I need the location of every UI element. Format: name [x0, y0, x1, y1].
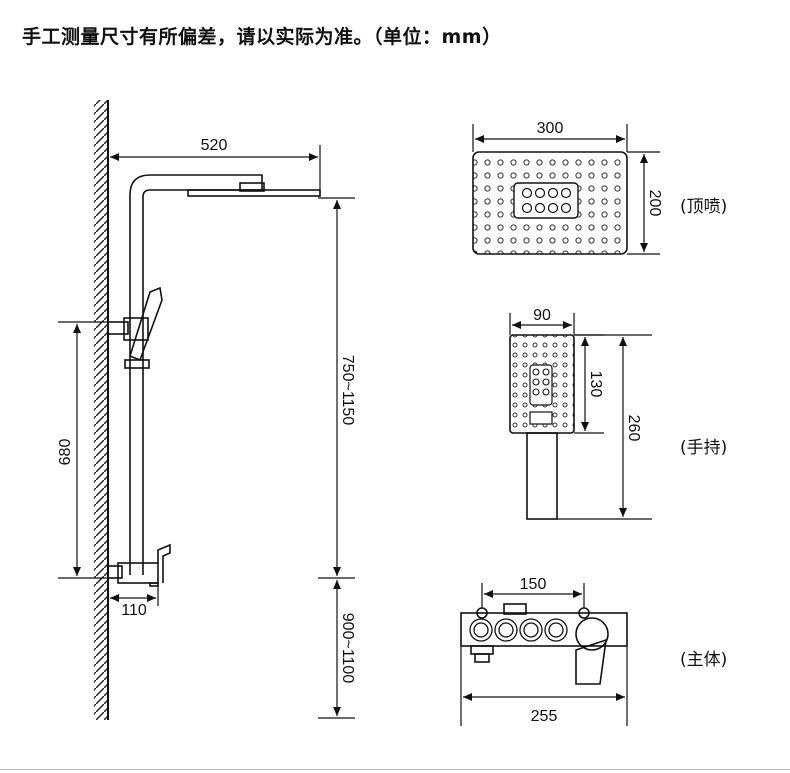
dim-body-spacing-label: 150	[520, 576, 547, 593]
dim-adjustable-height	[318, 197, 355, 579]
top-shower-head	[472, 151, 628, 255]
main-body	[460, 603, 628, 685]
hand-shower-caption: (手持)	[680, 438, 727, 458]
dim-mount-height-label: 900~1100	[339, 613, 356, 684]
dim-overhead-arm-label: 520	[201, 137, 228, 154]
dim-body-width-label: 255	[531, 708, 558, 725]
dim-overhead-arm	[107, 145, 321, 196]
main-body-caption: (主体)	[680, 650, 727, 670]
dim-hand-total-label: 260	[625, 415, 642, 442]
dim-wall-offset-label: 110	[121, 602, 147, 619]
dim-slide-bar-label: 680	[57, 439, 74, 466]
bottom-divider	[0, 769, 790, 770]
dim-slide-bar	[58, 321, 108, 579]
dim-top-depth	[627, 151, 660, 255]
dim-adjustable-height-label: 750~1150	[339, 355, 356, 426]
dim-top-width	[472, 124, 628, 152]
dim-mount-height	[318, 580, 355, 719]
hand-shower	[509, 334, 575, 520]
dim-wall-offset	[110, 583, 159, 606]
measurement-note: 手工测量尺寸有所偏差，请以实际为准。（单位：mm）	[22, 26, 502, 48]
dim-top-depth-label: 200	[646, 190, 663, 217]
dim-hand-width	[509, 313, 575, 335]
dim-hand-head-label: 130	[587, 371, 604, 398]
wall	[94, 100, 109, 720]
dim-body-width	[460, 646, 628, 726]
dim-hand-total	[557, 334, 652, 520]
dim-hand-width-label: 90	[533, 307, 551, 324]
dim-body-spacing	[481, 583, 585, 608]
dim-top-width-label: 300	[537, 120, 564, 137]
shower-column	[107, 174, 321, 587]
top-shower-caption: (顶喷)	[680, 197, 727, 217]
